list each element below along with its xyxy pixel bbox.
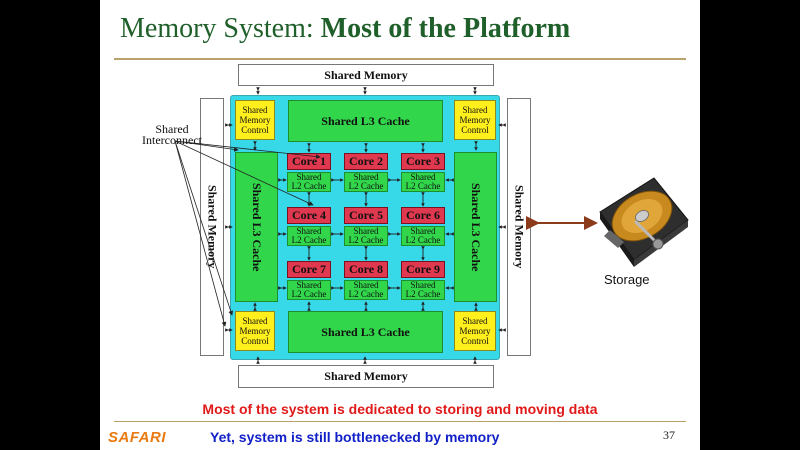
core-7: Core 7 (287, 261, 331, 278)
interconnect-arrows (174, 87, 598, 364)
headline-memory-bottleneck: Yet, system is still bottlenecked by mem… (210, 429, 500, 445)
shared-l3-cache-bottom: Shared L3 Cache (288, 311, 443, 353)
page-number: 37 (663, 428, 675, 442)
headline-data-movement: Most of the system is dedicated to stori… (202, 401, 598, 417)
shared-l3-cache-top: Shared L3 Cache (288, 100, 443, 142)
hard-disk-icon (599, 177, 689, 267)
core-6: Core 6 (401, 207, 445, 224)
shared-memory-top: Shared Memory (238, 64, 494, 86)
shared-memory-left: Shared Memory (200, 98, 224, 356)
slide-title: Memory System: Most of the Platform (120, 13, 570, 45)
shared-l3-cache-right: Shared L3 Cache (454, 152, 497, 302)
shared-l3-cache-left: Shared L3 Cache (235, 152, 278, 302)
core-8: Core 8 (344, 261, 388, 278)
core-5: Core 5 (344, 207, 388, 224)
core-2: Core 2 (344, 153, 388, 170)
title-normal: Memory System: (120, 13, 321, 44)
core-4: Core 4 (287, 207, 331, 224)
footer-divider (114, 421, 686, 422)
safari-logo: SAFARI (108, 429, 167, 446)
slide: Memory System: Most of the Platform Shar… (100, 0, 700, 450)
shared-memory-bottom: Shared Memory (238, 365, 494, 388)
storage-label: Storage (604, 272, 650, 287)
title-divider (114, 58, 686, 60)
core-3: Core 3 (401, 153, 445, 170)
title-bold: Most of the Platform (320, 13, 571, 44)
core-9: Core 9 (401, 261, 445, 278)
